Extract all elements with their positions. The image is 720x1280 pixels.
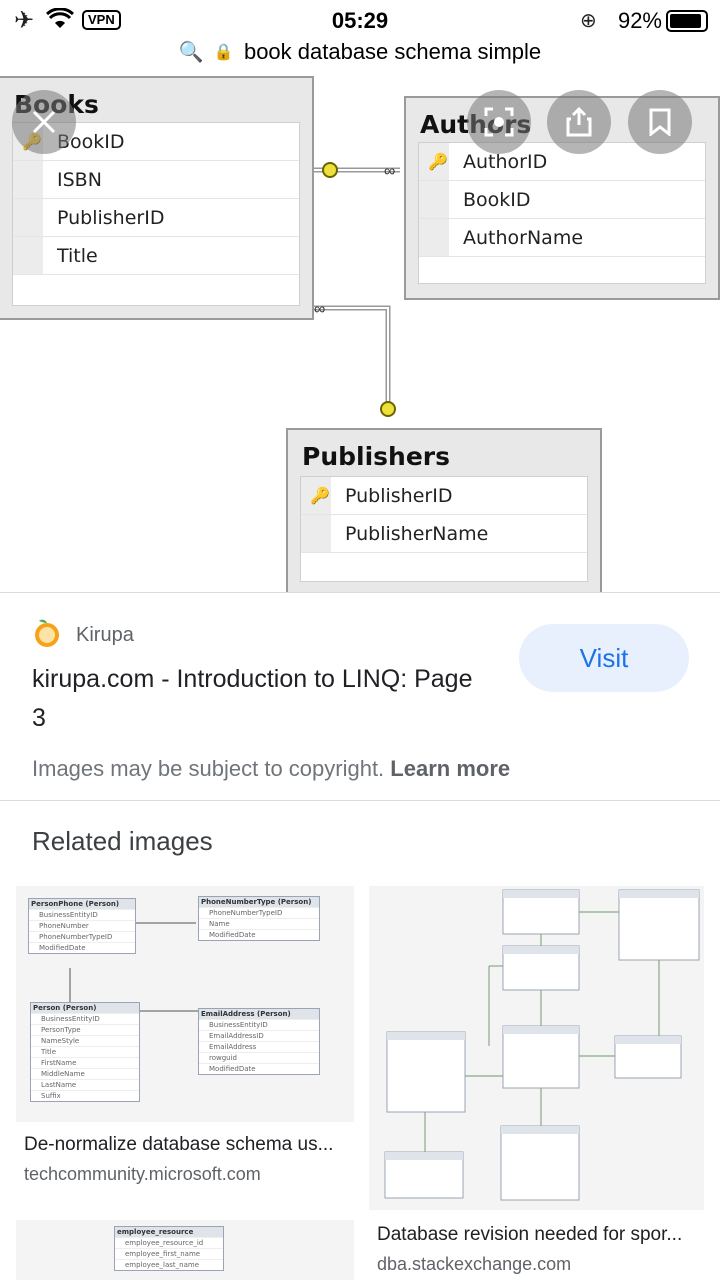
lens-icon [484, 107, 514, 137]
publishers-table-title: Publishers [302, 442, 450, 471]
share-icon [566, 107, 592, 137]
url-text: book database schema simple [243, 39, 542, 65]
related-domain: techcommunity.microsoft.com [24, 1164, 261, 1184]
key-icon: 🔑 [428, 152, 448, 171]
related-domain: dba.stackexchange.com [377, 1254, 572, 1274]
authors-field: AuthorName [463, 227, 584, 249]
publishers-field: PublisherID [345, 485, 453, 507]
svg-text:∞: ∞ [384, 163, 395, 180]
related-image-card[interactable]: employee_resource employee_resource_id e… [16, 1220, 354, 1280]
wifi-icon [46, 8, 74, 28]
mini-table: PersonPhone (Person) BusinessEntityID Ph… [28, 898, 136, 954]
clock: 05:29 [331, 8, 389, 33]
bookmark-icon [649, 108, 671, 136]
airplane-icon: ✈ [14, 7, 35, 34]
close-button[interactable] [12, 90, 76, 154]
status-bar: ✈ VPN 05:29 ⊕ 92% [0, 0, 720, 40]
publishers-table: Publishers 🔑 PublisherID PublisherName [286, 428, 602, 592]
learn-more-link[interactable]: Learn more [390, 756, 511, 781]
svg-text:∞: ∞ [314, 301, 325, 318]
lens-button[interactable] [467, 90, 531, 154]
copyright-notice: Images may be subject to copyright. Lear… [32, 756, 510, 782]
preview-image[interactable]: ∞ ∞ Books 🔑BookID ISBN PublisherID Title… [0, 76, 720, 592]
mini-table: employee_resource employee_resource_id e… [114, 1226, 224, 1271]
related-thumbnail[interactable]: employee_resource employee_resource_id e… [16, 1220, 354, 1280]
kirupa-logo-icon [35, 619, 59, 647]
schema-diagram [384, 889, 700, 1201]
lock-icon: 🔒 [213, 44, 234, 62]
key-icon: 🔑 [310, 486, 330, 505]
result-title[interactable]: kirupa.com - Introduction to LINQ: Page … [32, 665, 473, 732]
copyright-text: Images may be subject to copyright. [32, 756, 385, 781]
relationship-lines [69, 922, 198, 1012]
relationship-lines: ∞ ∞ [312, 162, 400, 417]
related-image-card[interactable]: PersonPhone (Person) BusinessEntityID Ph… [16, 886, 354, 1186]
divider [0, 800, 720, 801]
books-field: BookID [57, 131, 125, 153]
authors-field: AuthorID [463, 151, 548, 173]
books-field: ISBN [57, 169, 102, 191]
battery-percentage: 92% [617, 8, 662, 33]
source-name[interactable]: Kirupa [76, 624, 134, 646]
related-caption: Database revision needed for spor... [377, 1224, 683, 1245]
divider [0, 592, 720, 593]
related-thumbnail[interactable]: PersonPhone (Person) BusinessEntityID Ph… [16, 886, 354, 1122]
books-field: Title [57, 245, 98, 267]
visit-button[interactable]: Visit [519, 624, 689, 692]
mini-table: Person (Person) BusinessEntityID PersonT… [30, 1002, 140, 1102]
orientation-lock-icon: ⊕ [580, 10, 597, 32]
related-image-card[interactable]: Database revision needed for spor... dba… [369, 886, 704, 1280]
authors-field: BookID [463, 189, 531, 211]
close-icon [32, 110, 56, 134]
battery-icon [666, 10, 708, 32]
search-icon: 🔍 [178, 41, 204, 64]
related-caption: De-normalize database schema us... [24, 1134, 334, 1155]
mini-table: EmailAddress (Person) BusinessEntityID E… [198, 1008, 320, 1075]
related-images-heading: Related images [32, 826, 213, 856]
mini-table: PhoneNumberType (Person) PhoneNumberType… [198, 896, 320, 941]
publishers-field: PublisherName [345, 523, 489, 545]
books-field: PublisherID [57, 207, 165, 229]
url-bar[interactable]: 🔍 🔒 book database schema simple [0, 38, 720, 68]
vpn-badge: VPN [82, 10, 121, 30]
share-button[interactable] [547, 90, 611, 154]
related-thumbnail[interactable] [369, 886, 704, 1210]
save-button[interactable] [628, 90, 692, 154]
